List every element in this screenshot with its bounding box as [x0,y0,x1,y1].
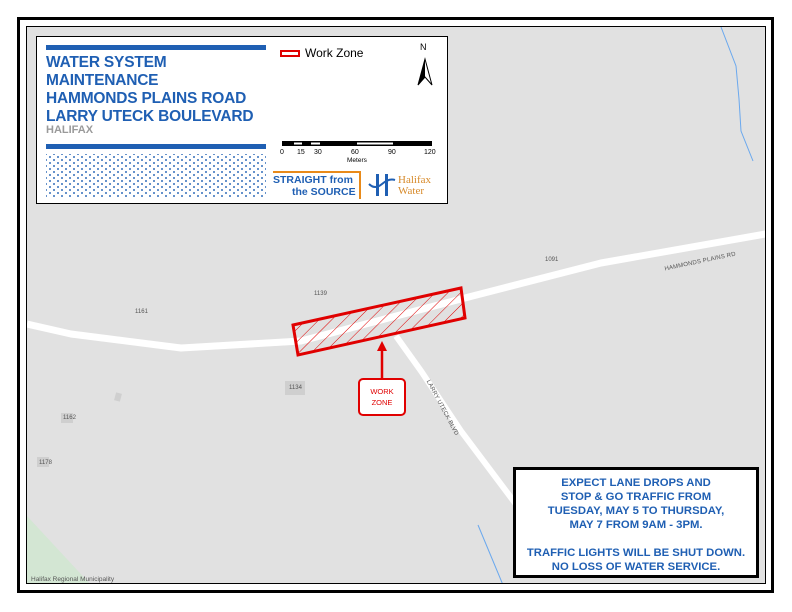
park-area [27,516,90,583]
scale-tick: 0 [280,149,284,156]
work-zone-callout: WORK ZONE [358,378,406,416]
scale-tick: 15 [297,149,305,156]
dot-pattern [46,154,266,198]
spacer [516,532,756,546]
notice-line: TUESDAY, MAY 5 TO THURSDAY, [547,505,725,517]
title-line: MAINTENANCE [46,72,159,89]
map-subtitle: HALIFAX [46,124,94,136]
parcel-label: 1091 [545,257,559,263]
notice-line: MAY 7 FROM 9AM - 3PM. [569,519,703,531]
logo-text: Water [398,185,424,197]
parcel-label: 1178 [39,460,52,466]
scale-unit: Meters [347,157,367,164]
notice-line: NO LOSS OF WATER SERVICE. [551,561,721,573]
notice-line: TRAFFIC LIGHTS WILL BE SHUT DOWN. [526,547,746,559]
title-bar-bottom [46,144,266,149]
stream-south [477,524,503,583]
callout-line: WORK [370,387,394,396]
title-block: WATER SYSTEM MAINTENANCE HAMMONDS PLAINS… [36,36,448,204]
map-credit: Halifax Regional Municipality [31,576,115,583]
parcel-label: 1134 [289,385,302,391]
logo-text: Halifax [398,174,431,186]
building [114,392,122,402]
title-bar-top [46,45,266,50]
halifax-water-text: Halifax Water [398,175,431,197]
callout-line: ZONE [371,398,393,407]
title-line: WATER SYSTEM [46,54,167,71]
parcel-label: 1162 [63,415,76,421]
north-label: N [420,42,427,52]
parcel-label: 1161 [135,309,148,315]
notice-line: STOP & GO TRAFFIC FROM [560,491,712,503]
map-base-layer [27,27,765,583]
traffic-notice: EXPECT LANE DROPS AND STOP & GO TRAFFIC … [513,467,759,578]
scale-ticks: 0 15 30 60 90 120 [280,149,440,159]
legend-label: Work Zone [305,46,364,60]
north-arrow-icon [417,57,433,86]
scale-tick: 90 [388,149,396,156]
arrow-head-icon [377,341,387,351]
logo-text: STRAIGHT from [273,174,353,186]
logo-text: the SOURCE [292,186,356,198]
map-title: WATER SYSTEM MAINTENANCE HAMMONDS PLAINS… [46,54,254,126]
scale-tick: 60 [351,149,359,156]
scale-tick: 30 [314,149,322,156]
legend: Work Zone [280,46,363,60]
work-zone-polygon[interactable] [291,286,467,357]
title-line: HAMMONDS PLAINS ROAD [46,90,247,107]
building [37,457,49,467]
halifax-water-logo-icon [368,174,396,196]
stream-northeast [720,27,754,162]
notice-line: EXPECT LANE DROPS AND [561,477,711,489]
building [285,381,305,395]
straight-from-source-logo [273,171,361,199]
work-zone-swatch-icon [280,49,300,57]
title-line: LARRY UTECK BOULEVARD [46,108,254,125]
parcel-label: 1139 [314,291,327,297]
scale-tick: 120 [424,149,436,156]
scale-bar [282,141,432,146]
building [61,413,73,423]
